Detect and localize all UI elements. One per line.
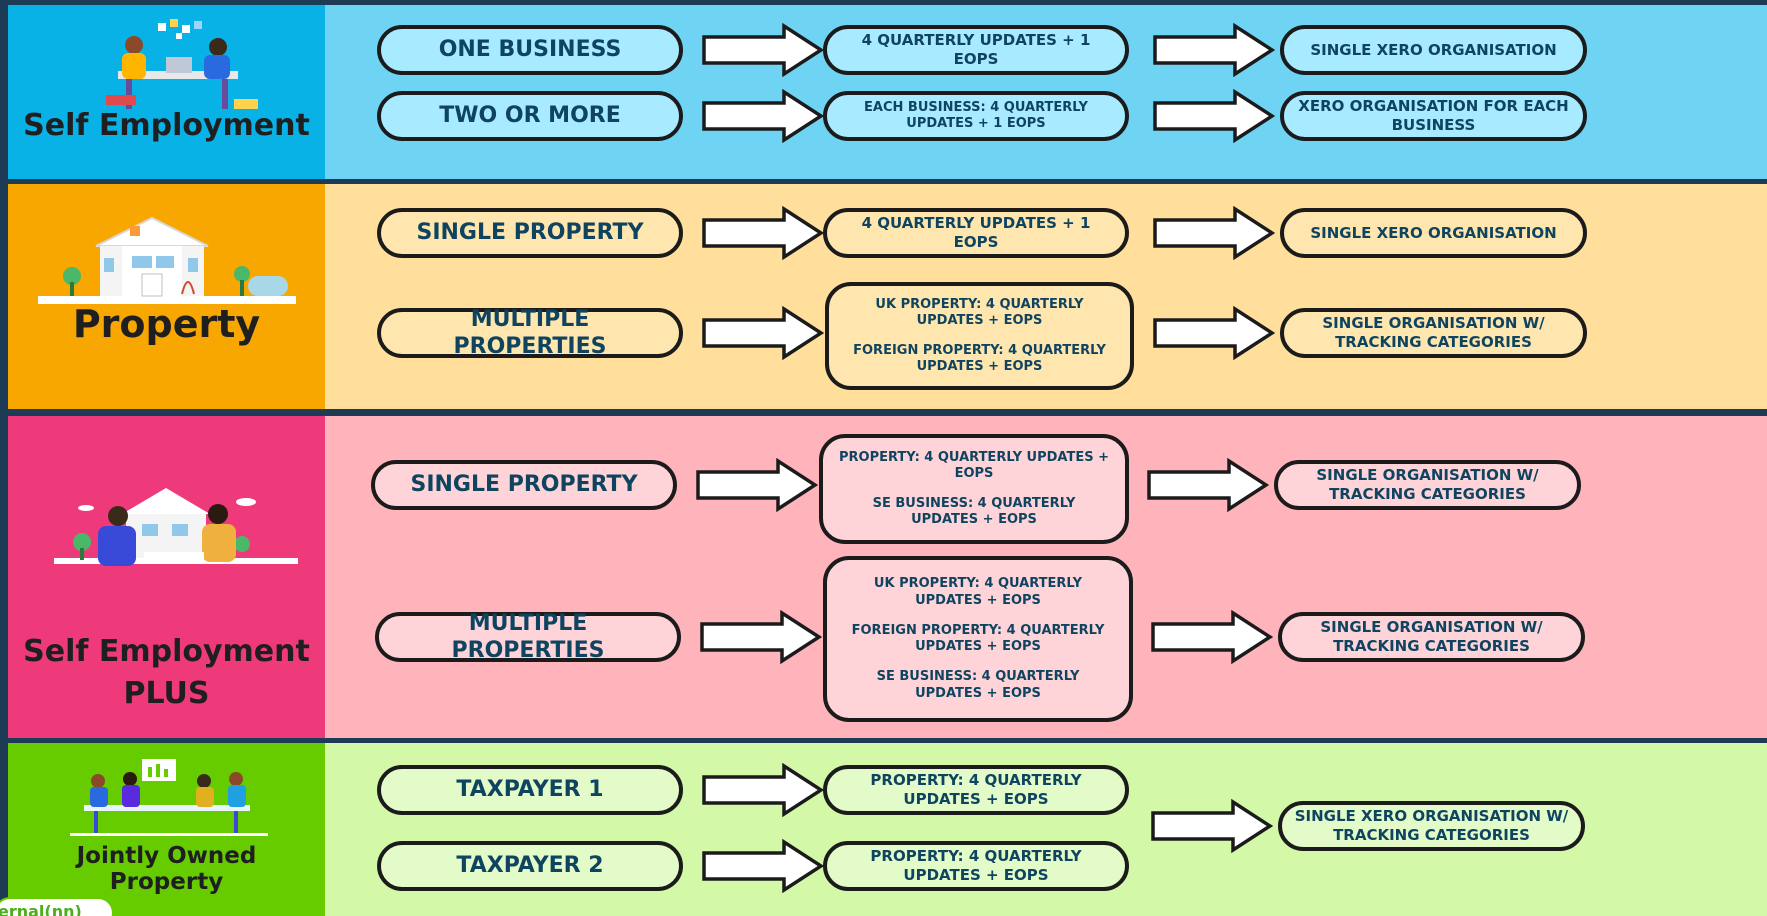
arrow-right-icon [1151, 799, 1273, 853]
row-jointly-owned-property: Jointly Owned Property TAXPAYER 1 PROPER… [8, 743, 1767, 916]
row-property: Property SINGLE PROPERTY 4 QUARTERLY UPD… [8, 184, 1767, 409]
arrow-right-icon [702, 763, 824, 817]
input-pill: SINGLE PROPERTY [371, 460, 677, 510]
category-subtitle: Property [109, 869, 224, 895]
corner-tag: ernal(nn) [0, 897, 114, 916]
category-title: Property [72, 302, 261, 346]
updates-box: UK PROPERTY: 4 QUARTERLY UPDATES + EOPS … [825, 282, 1134, 390]
input-pill: ONE BUSINESS [377, 25, 683, 75]
input-pill: SINGLE PROPERTY [377, 208, 683, 258]
category-title: Jointly Owned [76, 843, 257, 869]
update-line: PROPERTY: 4 QUARTERLY UPDATES + EOPS [839, 449, 1109, 481]
category-title: Self Employment [23, 108, 310, 143]
input-pill: TWO OR MORE [377, 91, 683, 141]
updates-pill: 4 QUARTERLY UPDATES + 1 EOPS [823, 208, 1129, 258]
arrow-right-icon [702, 206, 824, 260]
output-pill: SINGLE ORGANISATION W/ TRACKING CATEGORI… [1278, 612, 1585, 662]
update-line: SE BUSINESS: 4 QUARTERLY UPDATES + EOPS [876, 669, 1080, 701]
update-line: FOREIGN PROPERTY: 4 QUARTERLY UPDATES + … [853, 343, 1106, 375]
updates-pill: PROPERTY: 4 QUARTERLY UPDATES + EOPS [823, 841, 1129, 891]
output-pill: XERO ORGANISATION FOR EACH BUSINESS [1280, 91, 1587, 141]
updates-pill: PROPERTY: 4 QUARTERLY UPDATES + EOPS [823, 765, 1129, 815]
arrow-right-icon [1147, 458, 1269, 512]
arrow-right-icon [1153, 306, 1275, 360]
arrow-right-icon [702, 839, 824, 893]
input-pill: TAXPAYER 2 [377, 841, 683, 891]
arrow-right-icon [1153, 89, 1275, 143]
updates-pill: 4 QUARTERLY UPDATES + 1 EOPS [823, 25, 1129, 75]
update-line: UK PROPERTY: 4 QUARTERLY UPDATES + EOPS [873, 576, 1083, 608]
category-title: Self Employment [23, 634, 310, 669]
people-meeting-illustration [54, 488, 298, 566]
input-pill: MULTIPLE PROPERTIES [375, 611, 681, 663]
team-meeting-illustration [70, 759, 268, 836]
category-panel-self-employment: Self Employment [8, 5, 325, 179]
input-pill: TAXPAYER 1 [377, 765, 683, 815]
updates-box: PROPERTY: 4 QUARTERLY UPDATES + EOPS SE … [819, 434, 1129, 544]
category-subtitle: PLUS [123, 676, 210, 711]
arrow-right-icon [1153, 23, 1275, 77]
house-illustration [38, 216, 296, 304]
output-pill: SINGLE ORGANISATION W/ TRACKING CATEGORI… [1274, 460, 1581, 510]
office-workers-illustration [106, 19, 258, 109]
row-self-employment-plus: Self Employment PLUS SINGLE PROPERTY PRO… [8, 416, 1767, 738]
output-pill: SINGLE XERO ORGANISATION [1280, 25, 1587, 75]
update-line: UK PROPERTY: 4 QUARTERLY UPDATES + EOPS [875, 296, 1084, 328]
arrow-right-icon [702, 23, 824, 77]
arrow-right-icon [702, 306, 824, 360]
output-pill: SINGLE XERO ORGANISATION W/ TRACKING CAT… [1278, 801, 1585, 851]
category-panel-jointly-owned: Jointly Owned Property [8, 743, 325, 916]
update-line: FOREIGN PROPERTY: 4 QUARTERLY UPDATES + … [851, 622, 1105, 654]
arrow-right-icon [702, 89, 824, 143]
row-self-employment: Self Employment ONE BUSINESS 4 QUARTERLY… [8, 5, 1767, 179]
arrow-right-icon [696, 458, 818, 512]
flow-area: ONE BUSINESS 4 QUARTERLY UPDATES + 1 EOP… [325, 5, 1767, 179]
input-pill: MULTIPLE PROPERTIES [377, 307, 683, 359]
update-line: SE BUSINESS: 4 QUARTERLY UPDATES + EOPS [872, 496, 1076, 528]
arrow-right-icon [700, 610, 822, 664]
arrow-right-icon [1153, 206, 1275, 260]
arrow-right-icon [1151, 610, 1273, 664]
flow-area: SINGLE PROPERTY PROPERTY: 4 QUARTERLY UP… [325, 416, 1767, 738]
flow-area: TAXPAYER 1 PROPERTY: 4 QUARTERLY UPDATES… [325, 743, 1767, 916]
updates-box: UK PROPERTY: 4 QUARTERLY UPDATES + EOPS … [823, 556, 1133, 722]
output-pill: SINGLE XERO ORGANISATION [1280, 208, 1587, 258]
flow-area: SINGLE PROPERTY 4 QUARTERLY UPDATES + 1 … [325, 184, 1767, 409]
category-panel-property: Property [8, 184, 325, 409]
updates-pill: EACH BUSINESS: 4 QUARTERLY UPDATES + 1 E… [823, 91, 1129, 141]
category-panel-self-employment-plus: Self Employment PLUS [8, 416, 325, 738]
output-pill: SINGLE ORGANISATION W/ TRACKING CATEGORI… [1280, 308, 1587, 358]
